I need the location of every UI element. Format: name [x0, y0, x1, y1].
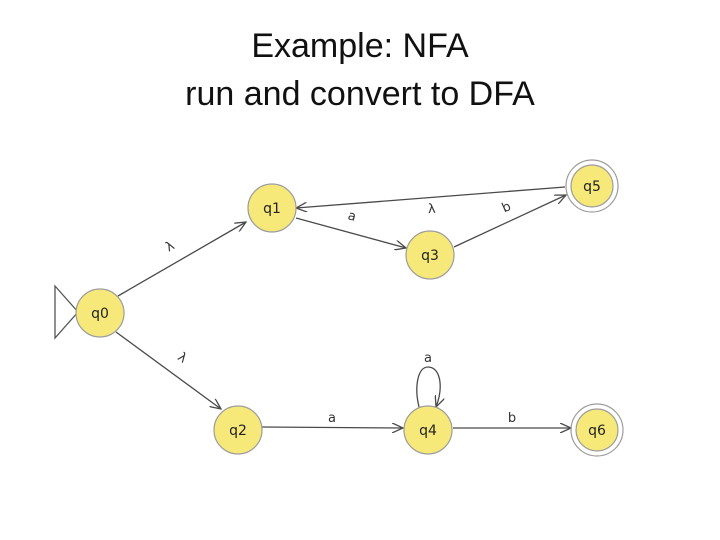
transition-q3-q5 [453, 195, 566, 248]
transition-q0-q1 [117, 222, 246, 297]
transition-label-q0-q1: λ [163, 238, 177, 255]
transition-label-q2-q4: a [328, 411, 336, 426]
state-label-q0: q0 [91, 306, 109, 322]
transition-label-q4-q6: b [508, 411, 516, 426]
state-q6-final: q6 [570, 403, 624, 457]
slide-title-line-2: run and convert to DFA [185, 75, 535, 113]
state-label-q4: q4 [419, 423, 437, 439]
transition-q0-q2 [115, 331, 221, 409]
state-q0: q0 [75, 288, 125, 338]
transition-label-q0-q2: λ [175, 350, 190, 367]
transition-label-q4-q4: a [424, 351, 432, 366]
transition-q1-q3 [295, 217, 406, 248]
state-q3: q3 [405, 230, 455, 280]
state-q2: q2 [213, 405, 263, 455]
state-label-q2: q2 [229, 423, 247, 439]
transition-label-q1-q3: a [346, 208, 358, 225]
state-label-q3: q3 [421, 248, 439, 264]
transition-label-q3-q5: b [500, 199, 514, 216]
transition-q4-q4-loop [416, 366, 440, 407]
transition-q2-q4 [261, 427, 403, 428]
state-q5-final: q5 [565, 159, 619, 213]
transition-q5-q1 [296, 186, 566, 208]
slide-title-line-1: Example: NFA [251, 27, 469, 65]
state-q4: q4 [403, 405, 453, 455]
transition-label-q5-q1: λ [427, 202, 436, 218]
state-label-q1: q1 [263, 201, 281, 217]
state-q1: q1 [247, 183, 297, 233]
slide-title: Example: NFA run and convert to DFA [0, 22, 720, 118]
start-state-marker [54, 284, 79, 340]
state-label-q6: q6 [588, 423, 606, 439]
state-label-q5: q5 [583, 179, 601, 195]
